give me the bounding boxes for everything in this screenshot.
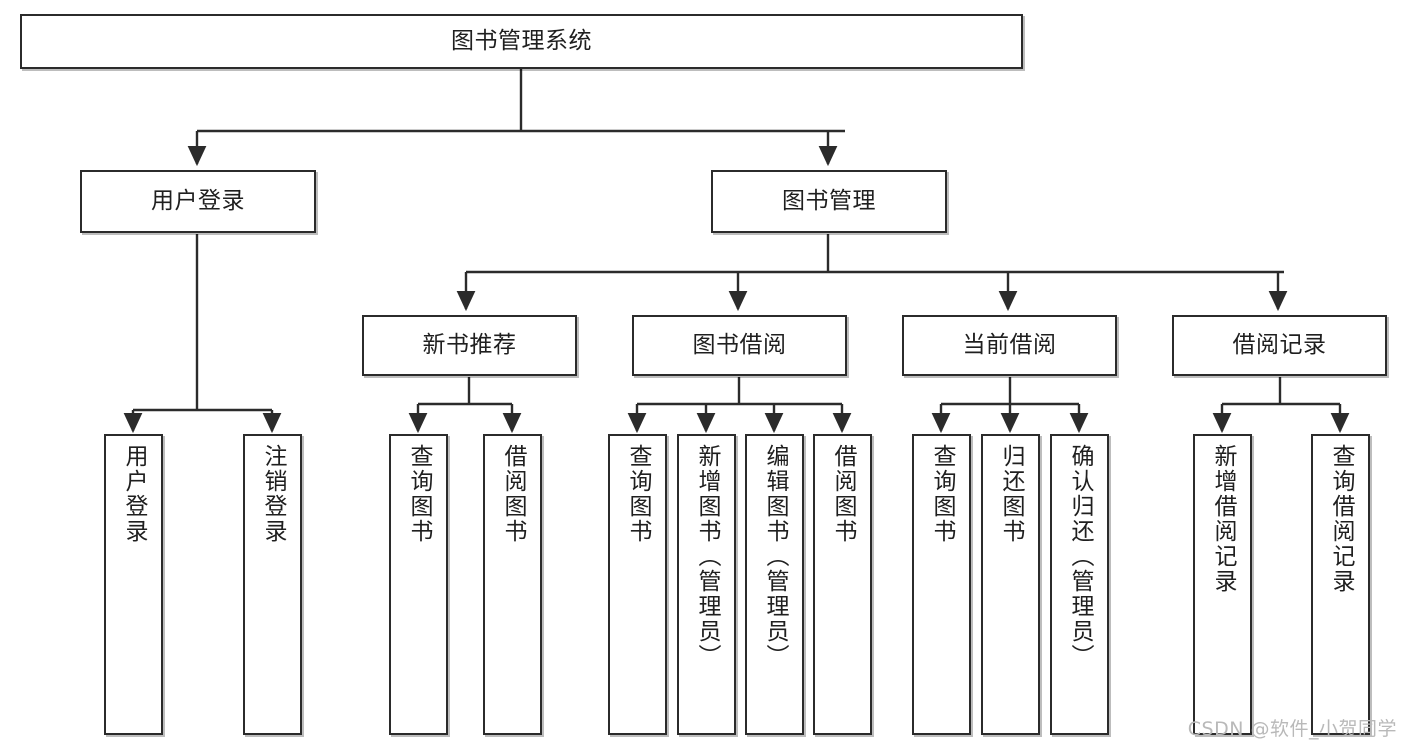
node-book-borrow-label: 图书借阅 [692, 331, 787, 358]
node-leaf-query-book-1[interactable]: 查询图书 [389, 434, 448, 735]
node-new-book-recommend[interactable]: 新书推荐 [362, 315, 577, 376]
node-leaf-query-book-3[interactable]: 查询图书 [912, 434, 971, 735]
node-book-management-label: 图书管理 [782, 187, 876, 214]
node-user-login-label: 用户登录 [151, 187, 245, 214]
node-leaf-query-book-2-label: 查询图书 [625, 444, 651, 544]
node-current-borrow[interactable]: 当前借阅 [902, 315, 1117, 376]
node-leaf-confirm-return-admin-label: 确认归还（管理员） [1067, 444, 1093, 669]
node-borrow-record[interactable]: 借阅记录 [1172, 315, 1387, 376]
node-leaf-user-login-label: 用户登录 [121, 444, 147, 544]
node-leaf-add-borrow-record-label: 新增借阅记录 [1210, 444, 1236, 594]
node-leaf-borrow-book-2-label: 借阅图书 [830, 444, 856, 544]
node-leaf-add-book-admin-label: 新增图书（管理员） [694, 444, 720, 669]
node-leaf-query-borrow-record[interactable]: 查询借阅记录 [1311, 434, 1370, 735]
node-root-label: 图书管理系统 [451, 27, 592, 54]
node-leaf-confirm-return-admin[interactable]: 确认归还（管理员） [1050, 434, 1109, 735]
node-book-borrow[interactable]: 图书借阅 [632, 315, 847, 376]
node-leaf-borrow-book-2[interactable]: 借阅图书 [813, 434, 872, 735]
node-root[interactable]: 图书管理系统 [20, 14, 1023, 69]
node-book-management[interactable]: 图书管理 [711, 170, 947, 233]
watermark: CSDN @软件_小贺同学 [1187, 718, 1397, 740]
node-leaf-query-borrow-record-label: 查询借阅记录 [1328, 444, 1354, 594]
node-borrow-record-label: 借阅记录 [1232, 331, 1327, 358]
node-leaf-borrow-book-1-label: 借阅图书 [500, 444, 526, 544]
node-leaf-return-book[interactable]: 归还图书 [981, 434, 1040, 735]
node-leaf-add-borrow-record[interactable]: 新增借阅记录 [1193, 434, 1252, 735]
node-new-book-recommend-label: 新书推荐 [422, 331, 517, 358]
node-leaf-borrow-book-1[interactable]: 借阅图书 [483, 434, 542, 735]
node-leaf-add-book-admin[interactable]: 新增图书（管理员） [677, 434, 736, 735]
node-leaf-query-book-3-label: 查询图书 [929, 444, 955, 544]
node-leaf-query-book-1-label: 查询图书 [406, 444, 432, 544]
node-leaf-query-book-2[interactable]: 查询图书 [608, 434, 667, 735]
node-leaf-edit-book-admin[interactable]: 编辑图书（管理员） [745, 434, 804, 735]
node-current-borrow-label: 当前借阅 [962, 331, 1057, 358]
node-leaf-return-book-label: 归还图书 [998, 444, 1024, 544]
node-leaf-logout-login[interactable]: 注销登录 [243, 434, 302, 735]
node-leaf-logout-login-label: 注销登录 [260, 444, 286, 544]
node-leaf-user-login[interactable]: 用户登录 [104, 434, 163, 735]
node-user-login[interactable]: 用户登录 [80, 170, 316, 233]
node-leaf-edit-book-admin-label: 编辑图书（管理员） [762, 444, 788, 669]
